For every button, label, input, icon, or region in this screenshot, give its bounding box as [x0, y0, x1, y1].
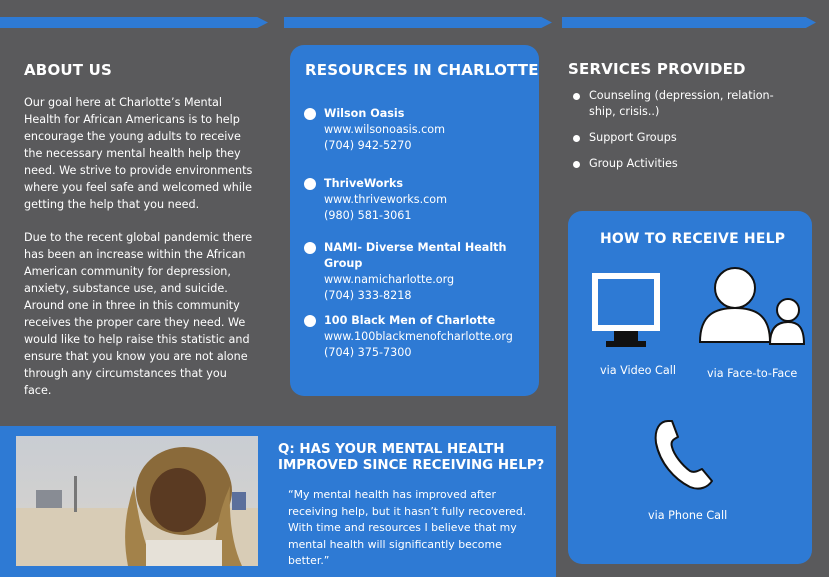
testimonial-quote: “My mental health has improved after rec…	[288, 488, 527, 567]
service-label: Counseling (depression, relation-ship, c…	[589, 89, 774, 118]
bullet-icon	[573, 93, 580, 100]
resource-item: Wilson Oasis www.wilsonoasis.com (704) 9…	[304, 106, 529, 154]
service-item: Counseling (depression, relation-ship, c…	[573, 88, 783, 120]
service-item: Support Groups	[573, 130, 783, 146]
bullet-icon	[304, 242, 316, 254]
people-icon	[698, 267, 806, 345]
resource-phone[interactable]: (704) 942-5270	[324, 139, 412, 152]
resource-url[interactable]: www.namicharlotte.org	[324, 273, 455, 286]
resource-name: Wilson Oasis	[324, 107, 405, 120]
resources-heading: RESOURCES IN CHARLOTTE	[305, 61, 539, 79]
about-paragraph-2: Due to the recent global pandemic there …	[24, 231, 253, 397]
resource-phone[interactable]: (704) 375-7300	[324, 346, 412, 359]
resource-name: 100 Black Men of Charlotte	[324, 314, 496, 327]
service-label: Group Activities	[589, 157, 678, 170]
monitor-icon	[592, 273, 660, 347]
services-list: Counseling (depression, relation-ship, c…	[573, 88, 783, 182]
bullet-icon	[304, 178, 316, 190]
phone-call-label: via Phone Call	[648, 509, 728, 522]
bullet-icon	[573, 135, 580, 142]
resource-url[interactable]: www.100blackmenofcharlotte.org	[324, 330, 513, 343]
resource-item: ThriveWorks www.thriveworks.com (980) 58…	[304, 176, 529, 224]
resource-url[interactable]: www.thriveworks.com	[324, 193, 448, 206]
resource-item: NAMI- Diverse Mental Health Group www.na…	[304, 240, 529, 304]
phone-icon	[654, 420, 713, 490]
top-arrow-bar-left	[0, 17, 268, 28]
top-arrow-bar-right	[562, 17, 816, 28]
top-arrow-bar-middle	[284, 17, 552, 28]
about-text: Our goal here at Charlotte’s Mental Heal…	[24, 94, 256, 415]
face-to-face-label: via Face-to-Face	[707, 367, 798, 380]
resources-panel: RESOURCES IN CHARLOTTE Wilson Oasis www.…	[290, 45, 539, 396]
bullet-icon	[304, 108, 316, 120]
about-paragraph-1: Our goal here at Charlotte’s Mental Heal…	[24, 96, 253, 211]
service-item: Group Activities	[573, 156, 783, 172]
testimonial-question: Q: HAS YOUR MENTAL HEALTH IMPROVED SINCE…	[278, 442, 545, 473]
about-heading: ABOUT US	[24, 61, 113, 79]
services-heading: SERVICES PROVIDED	[568, 60, 746, 78]
help-heading: HOW TO RECEIVE HELP	[600, 231, 786, 247]
testimonial-photo	[16, 436, 258, 566]
resource-name: NAMI- Diverse Mental Health Group	[324, 241, 507, 270]
bullet-icon	[304, 315, 316, 327]
resource-item: 100 Black Men of Charlotte www.100blackm…	[304, 313, 529, 361]
resource-url[interactable]: www.wilsonoasis.com	[324, 123, 446, 136]
resource-name: ThriveWorks	[324, 177, 404, 190]
resource-phone[interactable]: (704) 333-8218	[324, 289, 412, 302]
video-call-label: via Video Call	[600, 364, 676, 377]
service-label: Support Groups	[589, 131, 677, 144]
resource-phone[interactable]: (980) 581-3061	[324, 209, 412, 222]
bullet-icon	[573, 161, 580, 168]
help-panel: HOW TO RECEIVE HELP via Video Call via F…	[568, 211, 812, 564]
